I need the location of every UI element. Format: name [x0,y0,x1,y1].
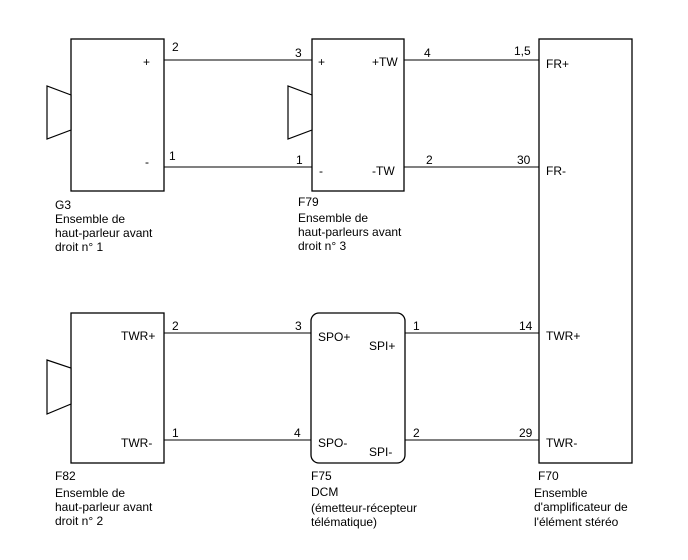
g3-name-line-1: Ensemble de [55,212,125,226]
f79-code: F79 [298,195,319,209]
f70-terminal-fr-plus: FR+ [546,57,569,71]
f75-terminal-spo-plus: SPO+ [318,330,350,344]
g3-name-line-2: haut-parleur avant [55,226,153,240]
f82-name-line-1: Ensemble de [55,486,125,500]
f79-name-line-1: Ensemble de [298,211,368,225]
pin-f70-fr-minus: 30 [517,153,531,167]
g3-terminal-plus: + [143,55,150,69]
speaker-icon [46,359,72,415]
pin-f79-plus: 3 [295,46,302,60]
pin-f70-fr-plus: 1,5 [514,44,531,58]
pin-f75-spi-plus: 1 [413,319,420,333]
f70-terminal-fr-minus: FR- [546,164,566,178]
component-g3: + - G3 Ensemble de haut-parleur avant dr… [46,38,165,254]
f70-code: F70 [538,469,559,483]
f82-box [70,312,165,464]
wires [164,59,539,441]
speaker-icon [287,85,313,140]
g3-terminal-minus: - [145,155,149,169]
pin-g3-minus: 1 [169,149,176,163]
pin-f82-twr-minus: 1 [172,426,179,440]
f82-name-line-2: haut-parleur avant [55,500,153,514]
f79-terminal-tw-minus: -TW [372,164,395,178]
pin-f70-twr-plus: 14 [519,319,533,333]
f79-terminal-tw-plus: +TW [372,55,398,69]
component-f79: + - +TW -TW F79 Ensemble de haut-parleur… [287,38,405,253]
speaker-icon [46,85,72,140]
pin-f79-minus: 1 [296,153,303,167]
f70-box [538,38,633,464]
f82-code: F82 [55,469,76,483]
g3-name-line-3: droit n° 1 [55,240,103,254]
pin-g3-plus: 2 [172,40,179,54]
f75-box [310,312,406,464]
f75-code: F75 [311,469,332,483]
f79-terminal-plus: + [318,55,325,69]
component-f70: FR+ FR- TWR+ TWR- F70 Ensemble d'amplifi… [534,38,633,529]
f75-name-line-2: (émetteur-récepteur [311,501,417,515]
g3-box [70,38,165,192]
f75-terminal-spi-plus: SPI+ [369,339,395,353]
f75-terminal-spi-minus: SPI- [369,445,392,459]
f75-terminal-spo-minus: SPO- [318,436,347,450]
f79-terminal-minus: - [319,164,323,178]
f70-terminal-twr-plus: TWR+ [546,329,580,343]
g3-code: G3 [55,198,71,212]
pin-f79-tw-minus: 2 [426,153,433,167]
f82-terminal-twr-minus: TWR- [121,436,152,450]
f75-name-line-1: DCM [311,485,338,499]
pin-f70-twr-minus: 29 [519,426,533,440]
f70-name-line-1: Ensemble [534,486,588,500]
f79-name-line-2: haut-parleurs avant [298,225,402,239]
f79-name-line-3: droit n° 3 [298,239,346,253]
pin-f75-spo-plus: 3 [295,319,302,333]
f79-box [311,38,405,192]
f70-name-line-3: l'élément stéréo [534,515,619,529]
f82-terminal-twr-plus: TWR+ [121,329,155,343]
component-f82: TWR+ TWR- F82 Ensemble de haut-parleur a… [46,312,165,528]
f70-name-line-2: d'amplificateur de [534,500,628,514]
pin-f75-spi-minus: 2 [413,426,420,440]
f70-terminal-twr-minus: TWR- [546,436,577,450]
component-f75: SPO+ SPO- SPI+ SPI- F75 DCM (émetteur-ré… [310,312,417,529]
f75-name-line-3: télématique) [311,515,377,529]
pin-f79-tw-plus: 4 [424,46,431,60]
f82-name-line-3: droit n° 2 [55,514,103,528]
pin-numbers: 2 1 3 1 4 2 1,5 30 2 1 3 4 1 2 14 29 [169,40,533,440]
pin-f75-spo-minus: 4 [294,426,301,440]
pin-f82-twr-plus: 2 [172,319,179,333]
